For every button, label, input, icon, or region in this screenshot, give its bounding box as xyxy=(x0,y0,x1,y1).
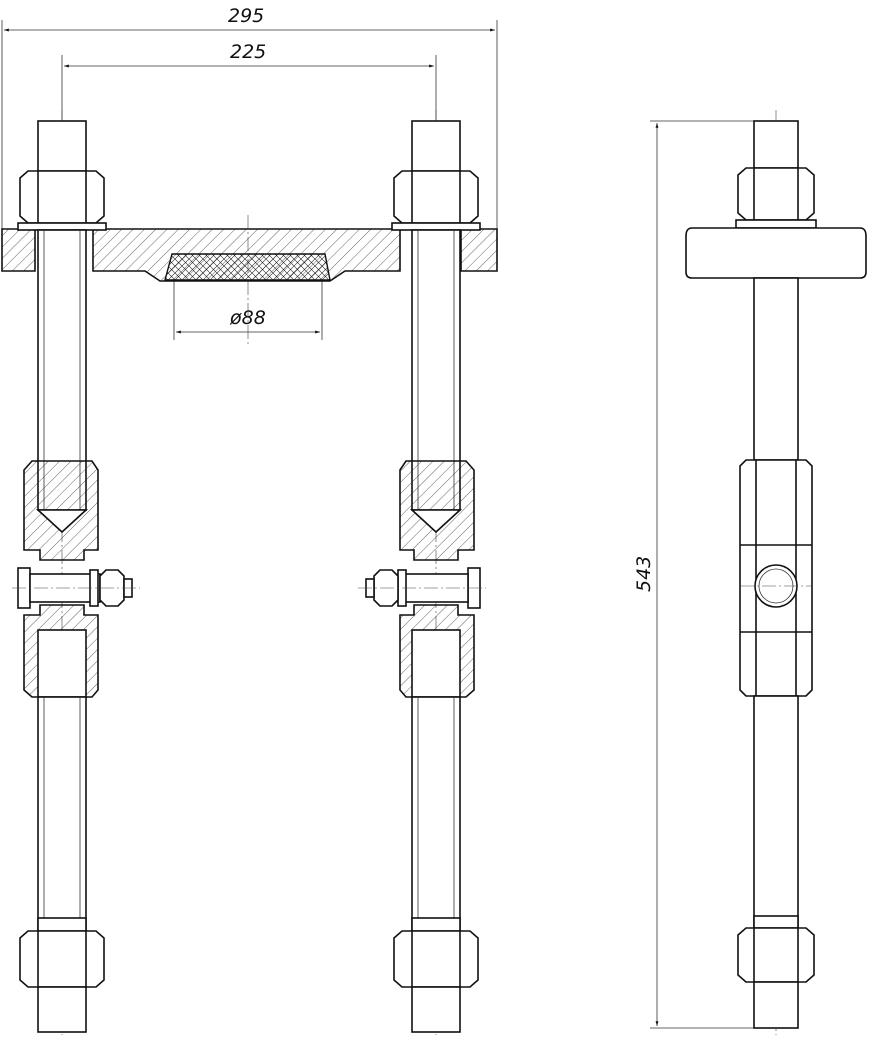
left-cross-pin xyxy=(12,567,140,609)
left-lower-nut xyxy=(19,930,105,988)
right-upper-nut xyxy=(393,170,479,224)
side-plate xyxy=(685,227,867,279)
dimension-bolt-spacing: 225 xyxy=(61,41,437,120)
left-bolt-assembly xyxy=(12,110,140,1035)
side-coupling xyxy=(739,459,813,697)
dimension-label-295: 295 xyxy=(228,5,264,27)
clamp-plate-section xyxy=(1,215,498,345)
side-upper-nut xyxy=(737,167,815,221)
right-bolt-assembly xyxy=(358,110,486,1035)
dimension-label-225: 225 xyxy=(230,41,266,63)
left-upper-nut xyxy=(19,170,105,224)
dimension-overall-width: 295 xyxy=(1,5,498,230)
dimension-overall-height: 543 xyxy=(633,120,760,1029)
right-cross-pin xyxy=(358,567,486,609)
side-view-assembly xyxy=(685,110,867,1035)
side-lower-nut xyxy=(737,927,815,983)
dimension-label-88: ø88 xyxy=(229,307,266,329)
right-lower-nut xyxy=(393,930,479,988)
dimension-label-543: 543 xyxy=(633,556,655,592)
